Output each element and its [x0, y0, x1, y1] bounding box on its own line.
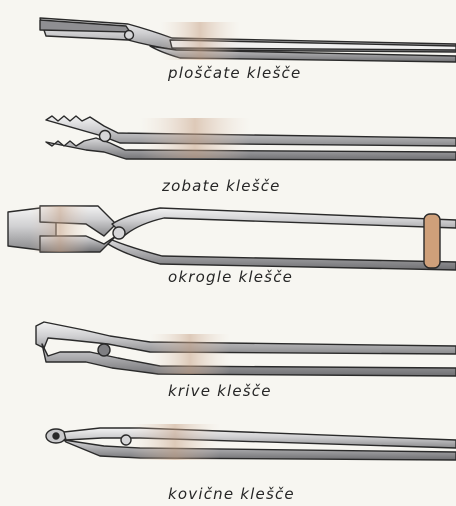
rivet-tongs-icon [46, 424, 456, 460]
caption-flat-tongs: ploščate klešče [168, 64, 301, 82]
round-tongs-icon [8, 206, 456, 270]
curved-tongs-icon [36, 322, 456, 376]
flat-tongs-icon [40, 18, 456, 62]
toothed-tongs-icon [46, 116, 456, 160]
caption-curved-tongs: krive klešče [168, 382, 272, 400]
caption-rivet-tongs: kovične klešče [168, 485, 295, 503]
caption-toothed-tongs: zobate klešče [162, 177, 281, 195]
caption-round-tongs: okrogle klešče [168, 268, 293, 286]
